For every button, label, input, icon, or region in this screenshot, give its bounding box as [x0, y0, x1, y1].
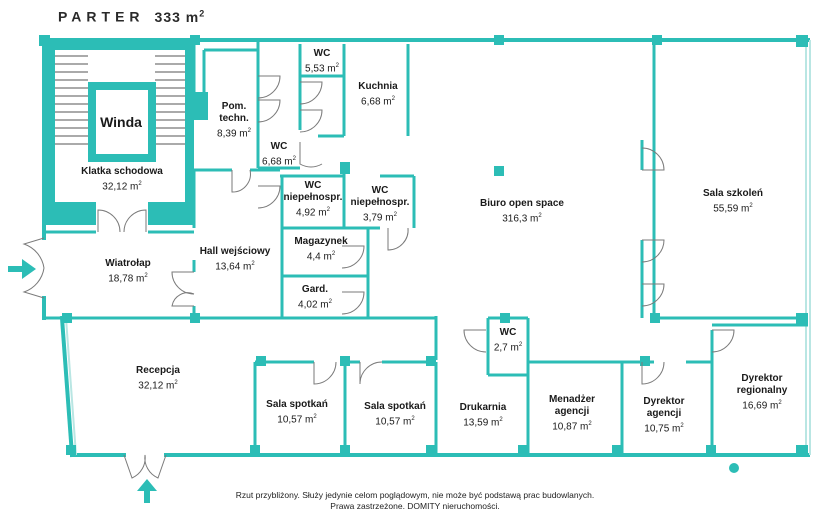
arrow-up-icon — [137, 479, 157, 503]
floor-title: PARTER 333 m2 — [58, 8, 205, 25]
dot-icon — [729, 463, 739, 473]
exterior-windows — [65, 40, 811, 456]
interior-walls — [44, 40, 808, 455]
floor-total-area: 333 m2 — [154, 8, 206, 25]
doors — [22, 75, 735, 479]
room-wc-niepelnospr-1: WC niepełnospr.4,92 m2 — [283, 180, 343, 219]
stair-block — [44, 40, 194, 225]
room-wc-niepelnospr-2: WC niepełnospr.3,79 m2 — [350, 185, 410, 224]
room-gard: Gard.4,02 m2 — [298, 284, 332, 311]
disclaimer: Rzut przybliżony. Służy jedynie celom po… — [236, 490, 594, 512]
floor-title-label: PARTER — [58, 8, 145, 25]
arrow-right-icon — [8, 259, 36, 279]
elevator-label: Winda — [100, 114, 142, 130]
wall-columns — [39, 35, 808, 457]
room-pom-techn: Pom. techn.8,39 m2 — [217, 101, 251, 140]
disclaimer-line-1: Rzut przybliżony. Służy jedynie celom po… — [235, 490, 595, 500]
disclaimer-line-2: Prawa zastrzeżone. DOMITY nieruchomości. — [330, 501, 500, 511]
